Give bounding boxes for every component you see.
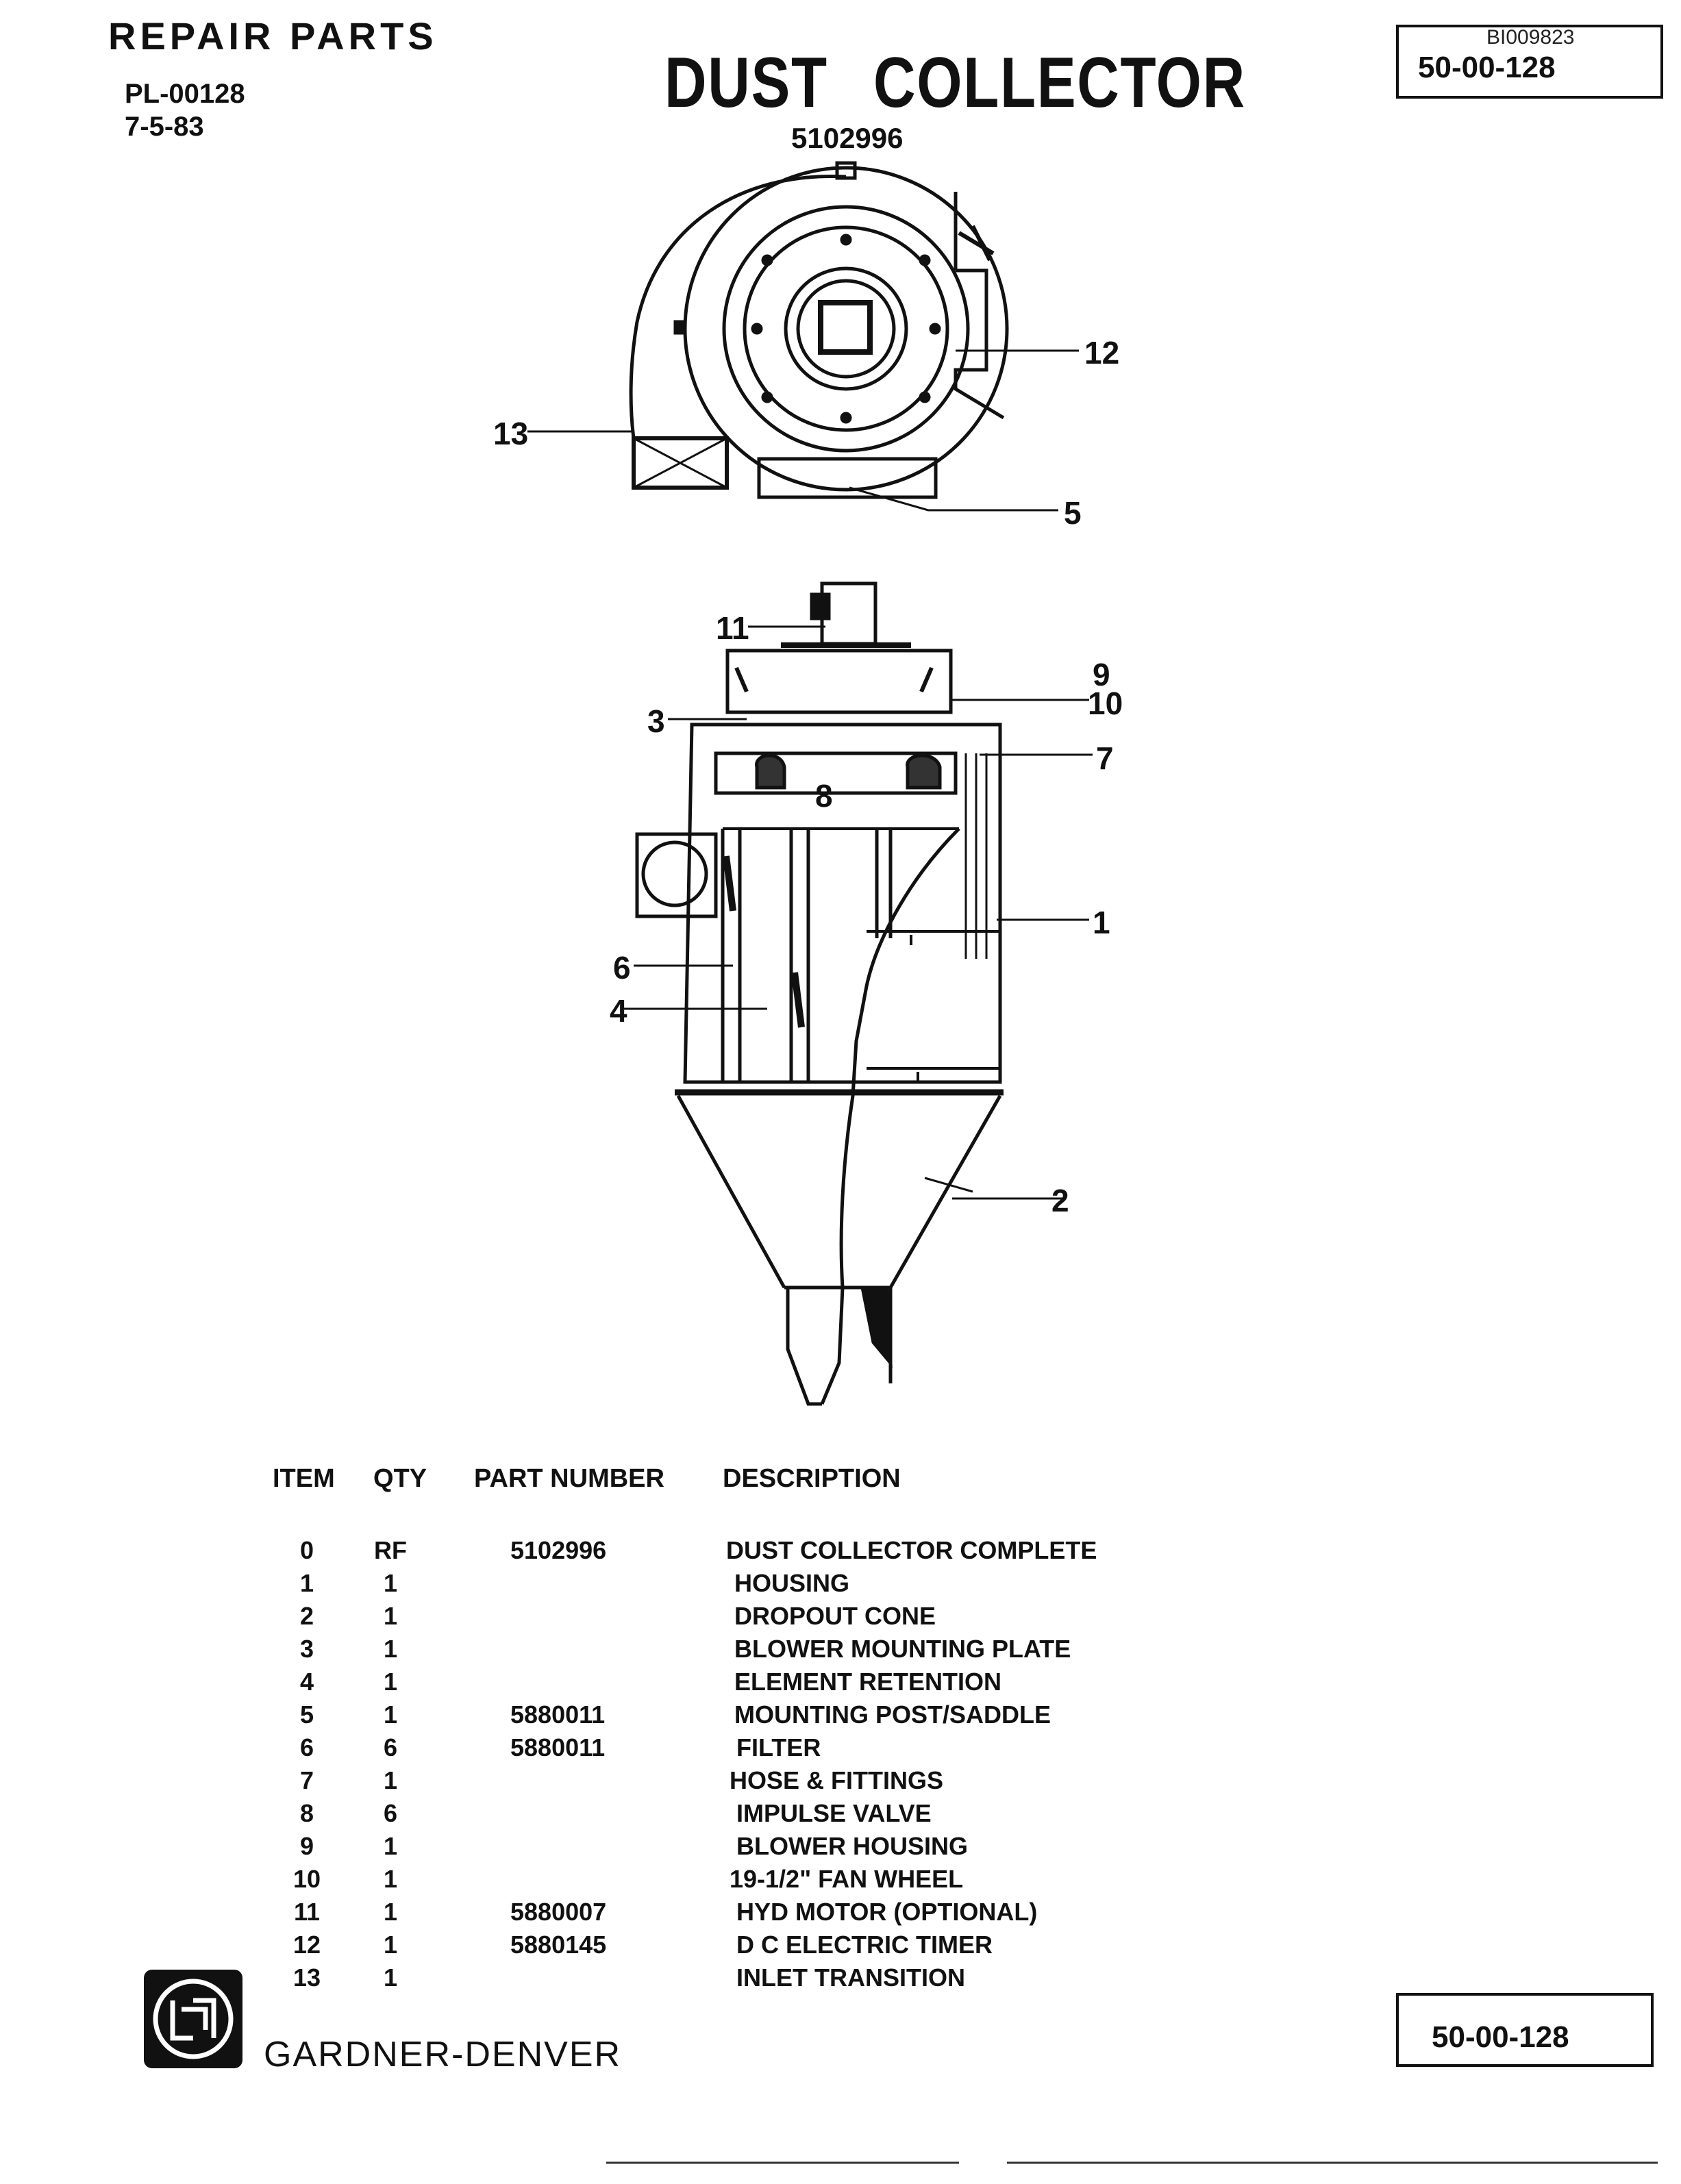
item-cell: 10 — [292, 1865, 321, 1893]
callout-9: 9 — [1093, 657, 1110, 692]
table-row: 0 RF 5102996 DUST COLLECTOR COMPLETE — [0, 1536, 1681, 1569]
footer-doc-number: 50-00-128 — [1432, 2020, 1569, 2054]
description-cell: HYD MOTOR (OPTIONAL) — [736, 1898, 1038, 1926]
description-cell: FILTER — [736, 1733, 821, 1761]
part-number-cell: 5880011 — [510, 1733, 606, 1761]
callout-2: 2 — [1051, 1183, 1069, 1218]
callout-3: 3 — [647, 703, 665, 739]
table-row: 3 1 BLOWER MOUNTING PLATE — [0, 1635, 1681, 1668]
part-number-cell: 5880011 — [510, 1700, 606, 1729]
description-cell: DUST COLLECTOR COMPLETE — [726, 1536, 1097, 1564]
gardner-denver-logo-icon — [144, 1970, 242, 2068]
item-cell: 5 — [299, 1700, 314, 1729]
table-row: 2 1 DROPOUT CONE — [0, 1602, 1681, 1635]
callout-10: 10 — [1088, 686, 1123, 721]
qty-cell: 1 — [383, 1963, 398, 1992]
repair-parts-heading: REPAIR PARTS — [108, 14, 438, 58]
table-row: 12 1 5880145 D C ELECTRIC TIMER — [0, 1931, 1681, 1963]
callout-13: 13 — [493, 416, 529, 451]
blower-top-view — [629, 161, 1009, 499]
callout-12: 12 — [1084, 335, 1120, 371]
part-number-cell: 5880007 — [510, 1898, 607, 1926]
description-cell: DROPOUT CONE — [734, 1602, 936, 1630]
part-number-cell: 5880145 — [510, 1931, 607, 1959]
callout-8: 8 — [815, 778, 833, 814]
header-qty: QTY — [373, 1464, 427, 1493]
table-row: 7 1 HOSE & FITTINGS — [0, 1766, 1681, 1799]
item-cell: 8 — [299, 1799, 314, 1827]
qty-cell: 1 — [383, 1832, 398, 1860]
description-cell: ELEMENT RETENTION — [734, 1668, 1002, 1696]
description-cell: BLOWER MOUNTING PLATE — [734, 1635, 1071, 1663]
pl-date: 7-5-83 — [125, 112, 204, 142]
description-cell: MOUNTING POST/SADDLE — [734, 1700, 1051, 1729]
qty-cell: 1 — [383, 1766, 398, 1794]
footer-doc-number-box — [1396, 1993, 1654, 2067]
table-row: 11 1 5880007 HYD MOTOR (OPTIONAL) — [0, 1898, 1681, 1931]
item-cell: 11 — [293, 1898, 321, 1926]
table-row: 5 1 5880011 MOUNTING POST/SADDLE — [0, 1700, 1681, 1733]
qty-cell: 6 — [383, 1733, 398, 1761]
table-row: 1 1 HOUSING — [0, 1569, 1681, 1602]
doc-number: 50-00-128 — [1418, 51, 1556, 84]
item-cell: 3 — [299, 1635, 314, 1663]
table-row: 4 1 ELEMENT RETENTION — [0, 1668, 1681, 1700]
qty-cell: RF — [374, 1536, 407, 1564]
qty-cell: 6 — [383, 1799, 398, 1827]
table-row: 8 6 IMPULSE VALVE — [0, 1799, 1681, 1832]
table-row: 10 1 19-1/2" FAN WHEEL — [0, 1865, 1681, 1898]
assembly-number: 5102996 — [791, 122, 904, 154]
header-item: ITEM — [273, 1464, 335, 1493]
doc-id: BI009823 — [1486, 26, 1575, 49]
part-number-cell: 5102996 — [510, 1536, 607, 1564]
item-cell: 13 — [292, 1963, 321, 1992]
description-cell: BLOWER HOUSING — [736, 1832, 968, 1860]
description-cell: HOUSING — [734, 1569, 850, 1597]
description-cell: D C ELECTRIC TIMER — [736, 1931, 993, 1959]
description-cell: INLET TRANSITION — [736, 1963, 965, 1992]
item-cell: 1 — [299, 1569, 314, 1597]
qty-cell: 1 — [383, 1668, 398, 1696]
page-title: DUST COLLECTOR — [664, 43, 1246, 123]
item-cell: 2 — [299, 1602, 314, 1630]
description-cell: 19-1/2" FAN WHEEL — [730, 1865, 964, 1893]
qty-cell: 1 — [383, 1865, 398, 1893]
item-cell: 7 — [299, 1766, 314, 1794]
doc-number-box — [1396, 25, 1663, 99]
collector-side-view — [635, 581, 1004, 1406]
qty-cell: 1 — [383, 1700, 398, 1729]
header-description: DESCRIPTION — [723, 1464, 901, 1493]
callout-11: 11 — [716, 610, 749, 646]
qty-cell: 1 — [383, 1898, 398, 1926]
header-part-number: PART NUMBER — [474, 1464, 664, 1493]
qty-cell: 1 — [383, 1569, 398, 1597]
qty-cell: 1 — [383, 1931, 398, 1959]
item-cell: 12 — [292, 1931, 321, 1959]
callout-1: 1 — [1093, 905, 1110, 940]
item-cell: 0 — [299, 1536, 314, 1564]
table-row: 9 1 BLOWER HOUSING — [0, 1832, 1681, 1865]
pl-number: PL-00128 — [125, 79, 245, 109]
callout-5: 5 — [1064, 495, 1082, 531]
qty-cell: 1 — [383, 1635, 398, 1663]
brand-name: GARDNER-DENVER — [264, 2035, 622, 2074]
description-cell: IMPULSE VALVE — [736, 1799, 932, 1827]
qty-cell: 1 — [383, 1602, 398, 1630]
table-row: 6 6 5880011 FILTER — [0, 1733, 1681, 1766]
table-row: 13 1 INLET TRANSITION — [0, 1963, 1681, 1996]
description-cell: HOSE & FITTINGS — [730, 1766, 944, 1794]
callout-7: 7 — [1096, 740, 1114, 776]
item-cell: 6 — [299, 1733, 314, 1761]
callout-4: 4 — [610, 993, 627, 1029]
item-cell: 9 — [299, 1832, 314, 1860]
callout-6: 6 — [613, 950, 631, 986]
item-cell: 4 — [299, 1668, 314, 1696]
